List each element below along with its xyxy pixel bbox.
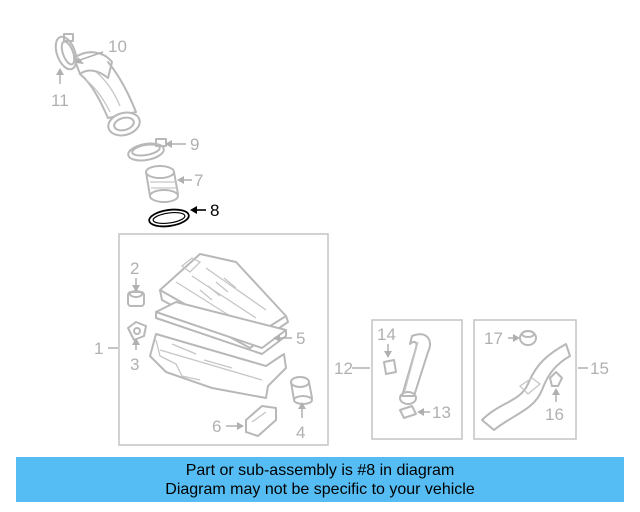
- label-7: 7: [194, 171, 203, 190]
- part-7-coupler: [145, 165, 179, 203]
- label-12: 12: [334, 359, 353, 378]
- part-15-duct: [481, 343, 571, 431]
- part-11-clamp: [54, 33, 78, 71]
- label-1: 1: [94, 339, 103, 358]
- banner-line-2: Diagram may not be specific to your vehi…: [165, 481, 475, 498]
- label-9: 9: [190, 135, 199, 154]
- label-3: 3: [130, 355, 139, 374]
- part-6-pad: [245, 405, 277, 437]
- part-1-lower-housing: [149, 333, 287, 399]
- part-13-clip: [399, 405, 417, 419]
- label-15: 15: [590, 359, 609, 378]
- part-3-mount: [127, 321, 147, 341]
- part-4-sleeve: [290, 376, 313, 405]
- banner-line-1: Part or sub-assembly is #8 in diagram: [185, 462, 455, 479]
- label-10: 10: [108, 37, 127, 56]
- group-12-box: [371, 319, 463, 440]
- label-8: 8: [210, 201, 219, 220]
- part-9-clamp: [127, 138, 167, 162]
- part-16-clip: [549, 371, 563, 387]
- part-14-clip: [383, 359, 397, 375]
- label-14: 14: [377, 325, 396, 344]
- group-1-box: [118, 233, 329, 446]
- part-17-grommet: [519, 330, 537, 346]
- label-2: 2: [130, 259, 139, 278]
- group-15-box: [473, 319, 577, 440]
- label-16: 16: [545, 405, 564, 424]
- label-11: 11: [51, 91, 69, 110]
- part-12-hose: [399, 333, 431, 405]
- part-8-gasket: [148, 208, 190, 228]
- label-6: 6: [212, 417, 221, 436]
- part-10-intake-duct: [73, 51, 141, 137]
- label-13: 13: [432, 403, 451, 422]
- label-5: 5: [296, 329, 305, 348]
- info-banner: Part or sub-assembly is #8 in diagram Di…: [16, 457, 624, 502]
- part-2-grommet: [127, 290, 145, 307]
- label-17: 17: [484, 329, 503, 348]
- part-5-filter: [155, 301, 287, 355]
- label-4: 4: [296, 423, 305, 442]
